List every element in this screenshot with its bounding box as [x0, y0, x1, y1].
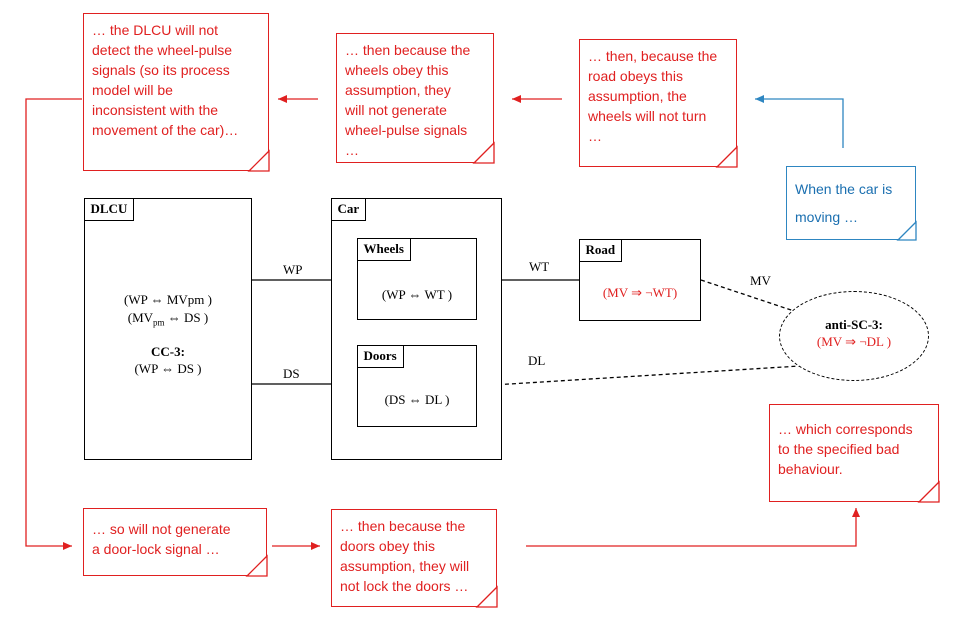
wp-label: WP — [283, 262, 303, 277]
mv-label: MV — [750, 273, 771, 288]
mv-dashed-line — [700, 279, 801, 314]
arrow-dlcu-to-doorlock — [25, 98, 82, 550]
note-doors-lock: … then because the doors obey this assum… — [331, 509, 497, 607]
fold-icon — [475, 585, 498, 608]
dlcu-rule-2: (MVpm ⇔ DS ) — [127, 310, 209, 328]
anti-sc3-expr: (MV ⇒ ¬DL ) — [816, 334, 892, 349]
arrow-carmoving-to-road — [755, 95, 844, 148]
wheels-expr: (WP ⇔ WT ) — [381, 287, 453, 302]
fold-icon — [247, 149, 270, 172]
cc3-expr: (WP ⇔ DS ) — [134, 361, 202, 376]
note-bad-behaviour: … which corresponds to the specified bad… — [769, 404, 939, 502]
anti-sc3-ellipse: anti-SC-3: (MV ⇒ ¬DL ) — [779, 291, 929, 381]
note-car-moving: When the car is moving … — [786, 166, 916, 240]
wt-label: WT — [529, 259, 550, 274]
ds-label: DS — [283, 366, 300, 381]
fold-icon — [896, 220, 917, 241]
road-title: Road — [578, 238, 623, 262]
wheels-title: Wheels — [356, 237, 411, 261]
fold-icon — [472, 141, 495, 164]
dl-label: DL — [528, 353, 546, 368]
road-box: Road (MV ⇒ ¬WT) — [578, 238, 701, 321]
car-title: Car — [330, 197, 367, 221]
note-no-doorlock: … so will not generate a door-lock signa… — [83, 508, 267, 576]
anti-sc3-title: anti-SC-3: — [825, 317, 883, 332]
dlcu-rule-1: (WP ⇔ MVpm ) — [124, 292, 212, 307]
cc3-title: CC-3: — [151, 344, 185, 359]
fold-icon — [715, 145, 738, 168]
wheels-box: Wheels (WP ⇔ WT ) — [356, 237, 477, 320]
fold-icon — [917, 480, 940, 503]
road-expr: (MV ⇒ ¬WT) — [602, 285, 678, 300]
dl-dashed-line — [476, 365, 801, 387]
fold-icon — [245, 554, 268, 577]
note-wheels-pulse: … then because the wheels obey this assu… — [336, 33, 494, 163]
doors-box: Doors (DS ⇔ DL ) — [356, 344, 477, 427]
doors-title: Doors — [356, 344, 404, 368]
arrow-doors-to-bad-behaviour — [526, 508, 860, 547]
dlcu-title: DLCU — [83, 197, 135, 221]
note-road-turn: … then, because the road obeys this assu… — [579, 39, 737, 167]
dlcu-box: DLCU (WP ⇔ MVpm ) (MVpm ⇔ DS ) CC-3: (WP… — [83, 197, 252, 460]
note-dlcu-detect: … the DLCU will not detect the wheel-pul… — [83, 13, 269, 171]
doors-expr: (DS ⇔ DL ) — [384, 392, 450, 407]
